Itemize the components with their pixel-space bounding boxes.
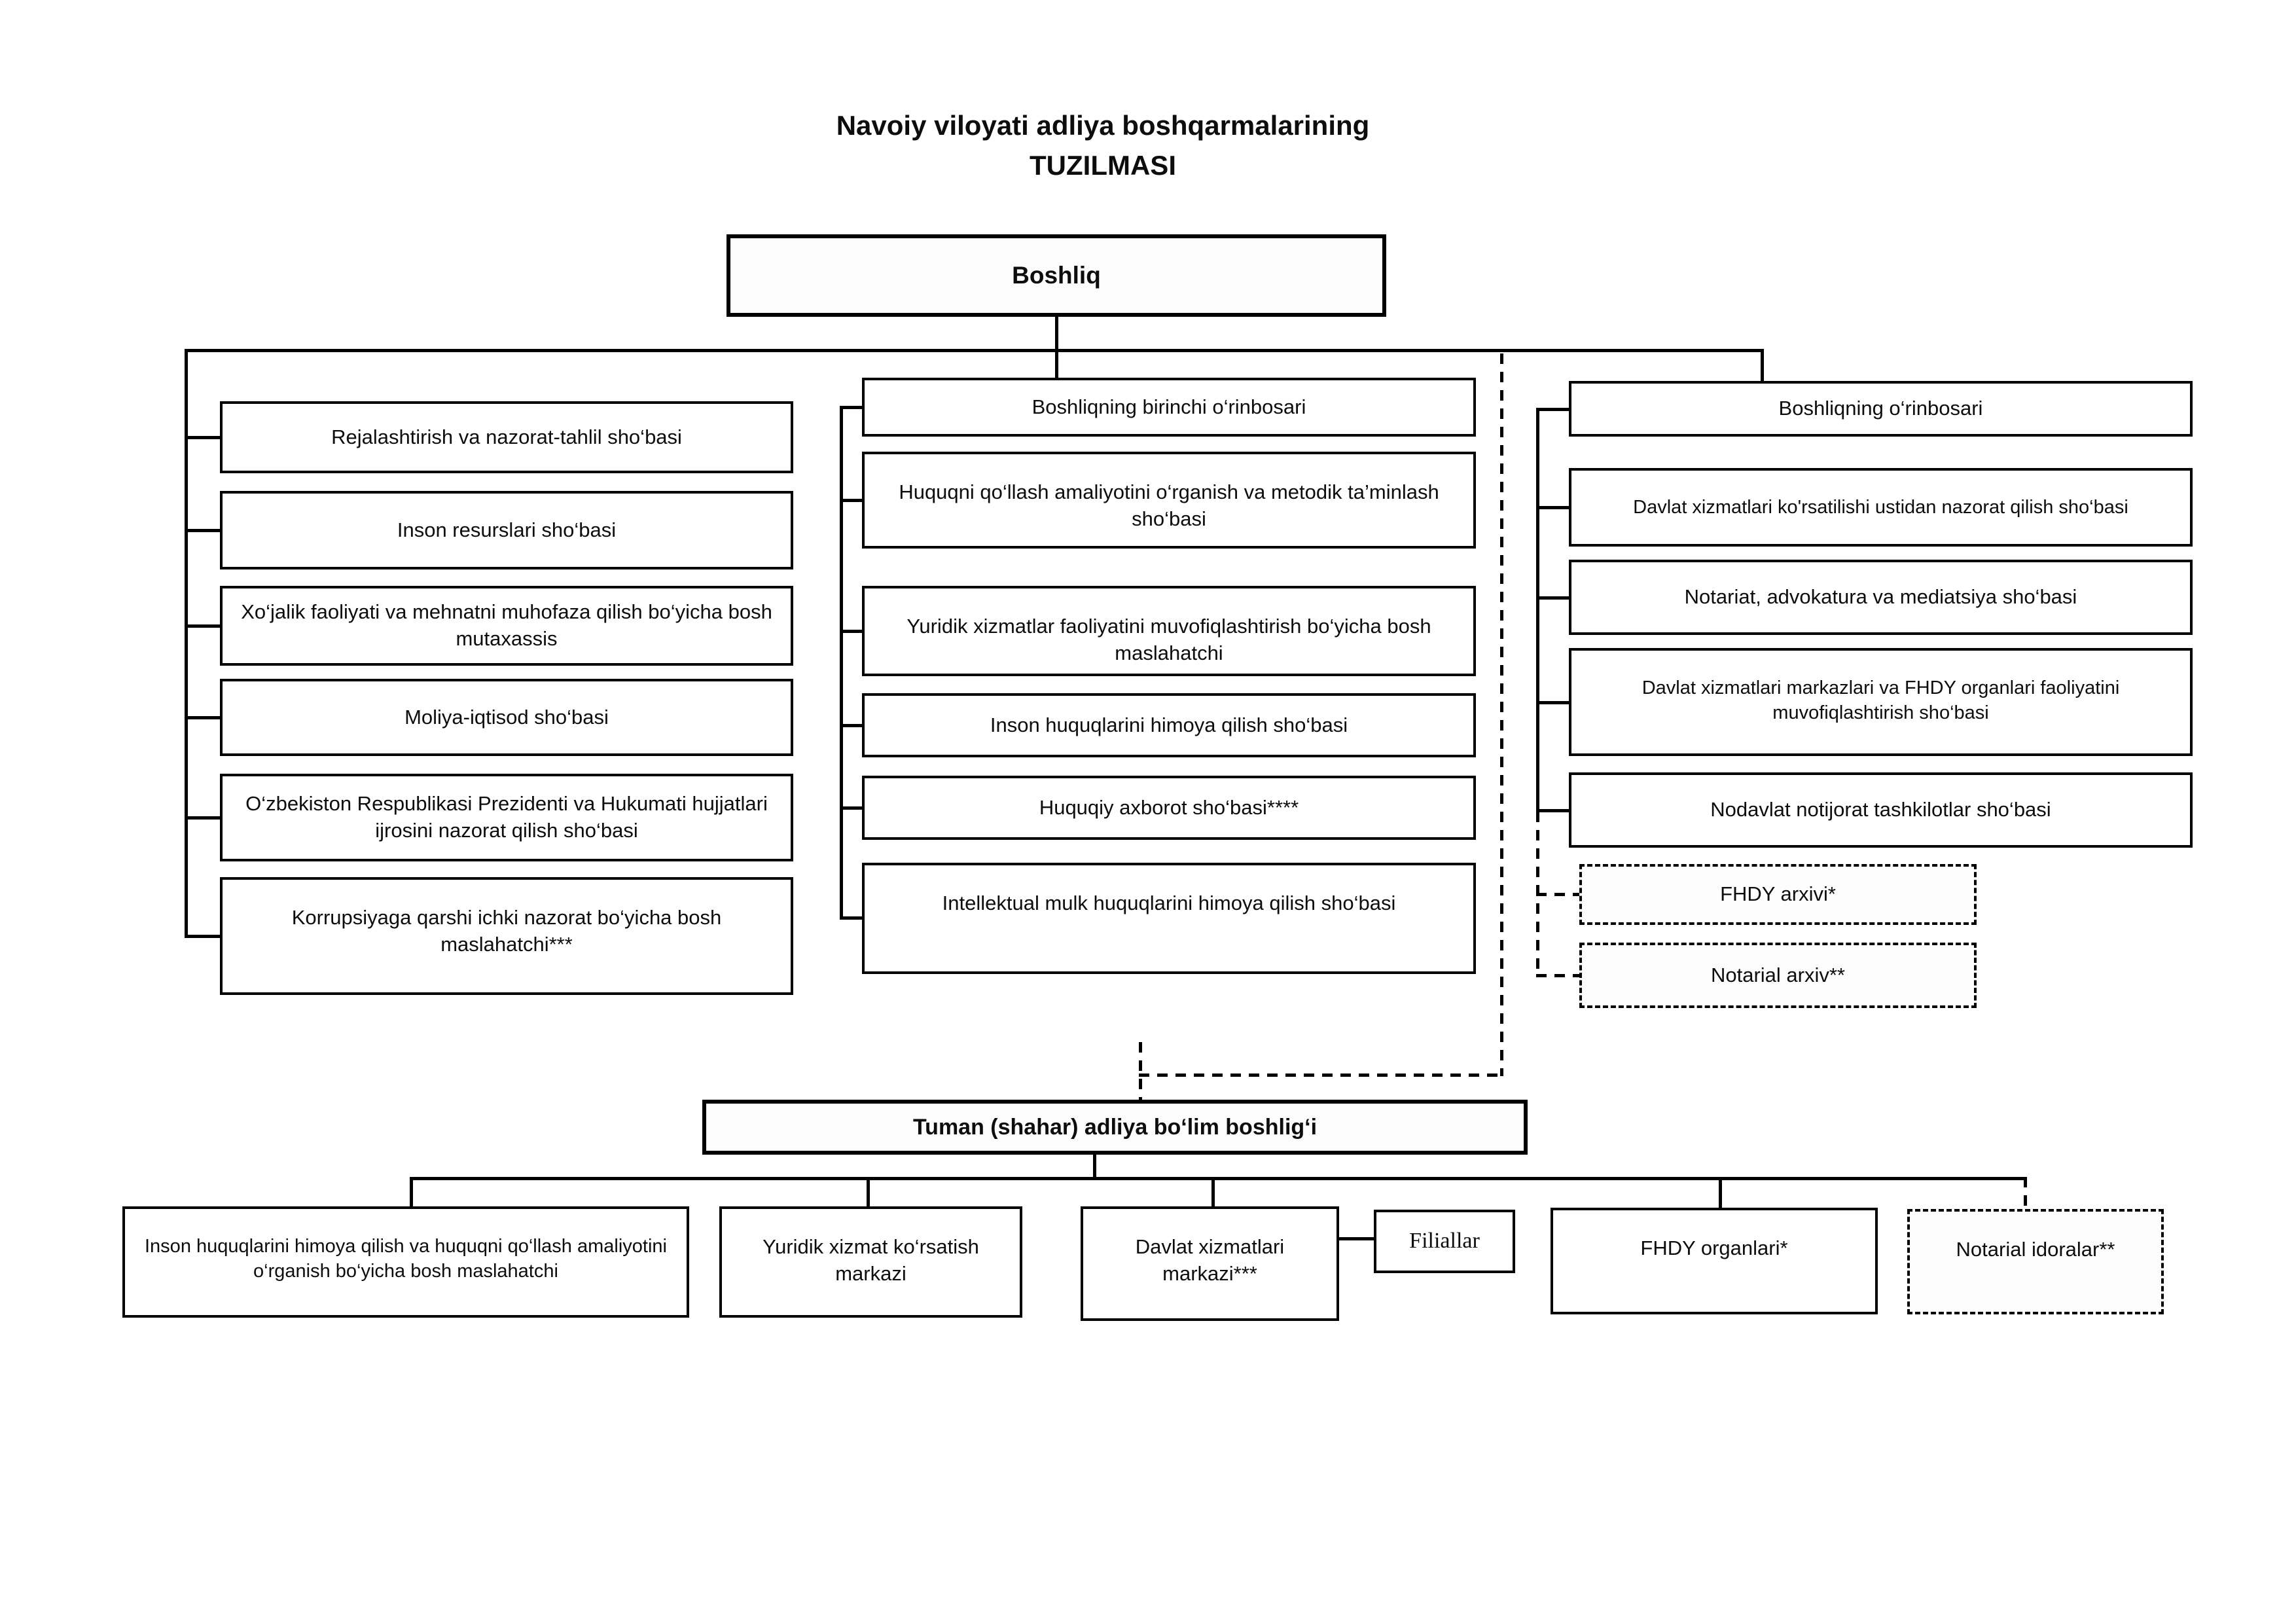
connector-left-stub-1 <box>185 436 221 439</box>
connector-middle-stub-1 <box>840 406 863 409</box>
box-orinbosar: Boshliqning o‘rinbosari <box>1569 381 2193 437</box>
connector-dashed-tuman-drop <box>1139 1042 1142 1101</box>
connector-left-stub-2 <box>185 529 221 532</box>
box-tuman-boshligi: Tuman (shahar) adliya bo‘lim boshlig‘i <box>702 1100 1528 1155</box>
connector-bottom-stub-2 <box>867 1177 870 1208</box>
connector-fhdy-arxiv-stub <box>1536 893 1581 896</box>
box-notariat-advokatura: Notariat, advokatura va mediatsiya sho‘b… <box>1569 560 2193 635</box>
connector-bottom-rail <box>410 1177 2024 1180</box>
box-inson-huquqlari: Inson huquqlarini himoya qilish sho‘basi <box>862 693 1476 757</box>
connector-middle-stub-5 <box>840 806 863 810</box>
connector-bottom-stub-3 <box>1211 1177 1215 1208</box>
box-bosh-maslahatchi: Inson huquqlarini himoya qilish va huquq… <box>122 1206 689 1318</box>
connector-right-stub-3 <box>1536 596 1570 600</box>
connector-dashed-vertical <box>1500 353 1503 1076</box>
connector-middle-stub-3 <box>840 630 863 633</box>
connector-left-stub-5 <box>185 816 221 820</box>
box-davlat-xizmatlari-nazorat: Davlat xizmatlari ko'rsatilishi ustidan … <box>1569 468 2193 547</box>
box-moliya-iqtisod: Moliya-iqtisod sho‘basi <box>220 679 793 756</box>
connector-left-stub-4 <box>185 716 221 719</box>
connector-left-stub-6 <box>185 935 221 938</box>
connector-middle-stub-2 <box>840 499 863 502</box>
connector-root-stub <box>1055 316 1058 379</box>
page-title: Navoiy viloyati adliya boshqarmalarining… <box>694 106 1512 186</box>
box-nodavlat-tashkilotlar: Nodavlat notijorat tashkilotlar sho‘basi <box>1569 772 2193 848</box>
box-birinchi-orinbosar: Boshliqning birinchi o‘rinbosari <box>862 378 1476 437</box>
box-huquqni-qollash: Huquqni qo‘llash amaliyotini o‘rganish v… <box>862 452 1476 549</box>
connector-filiallar-link <box>1339 1237 1375 1240</box>
connector-right-stub-4 <box>1536 701 1570 704</box>
box-inson-resurslari: Inson resurslari sho‘basi <box>220 491 793 569</box>
connector-dashed-elbow <box>1139 1074 1503 1077</box>
connector-bottom-stub-1 <box>410 1177 413 1208</box>
connector-bottom-stub-4 <box>1719 1177 1722 1209</box>
box-intellektual-mulk: Intellektual mulk huquqlarini himoya qil… <box>862 863 1476 974</box>
title-line-2: TUZILMASI <box>1030 149 1176 181</box>
connector-right-drop <box>1761 349 1764 382</box>
connector-left-spine <box>185 349 188 938</box>
box-filiallar: Filiallar <box>1374 1210 1515 1273</box>
box-rejalashtirish: Rejalashtirish va nazorat-tahlil sho‘bas… <box>220 401 793 473</box>
connector-left-stub-3 <box>185 624 221 628</box>
connector-middle-stub-4 <box>840 724 863 727</box>
box-xojalik-faoliyati: Xo‘jalik faoliyati va mehnatni muhofaza … <box>220 586 793 666</box>
box-huquqiy-axborot: Huquqiy axborot sho‘basi**** <box>862 776 1476 840</box>
title-line-1: Navoiy viloyati adliya boshqarmalarining <box>836 110 1370 141</box>
box-davlat-xizmatlari-markazlari: Davlat xizmatlari markazlari va FHDY org… <box>1569 648 2193 756</box>
connector-middle-stub-6 <box>840 916 863 920</box>
connector-right-stub-1 <box>1536 408 1570 411</box>
connector-main-rail <box>185 349 1763 352</box>
box-yuridik-markaz: Yuridik xizmat ko‘rsatish markazi <box>719 1206 1022 1318</box>
connector-middle-spine <box>840 406 843 920</box>
box-notarial-arxiv: Notarial arxiv** <box>1579 943 1977 1008</box>
connector-right-stub-2 <box>1536 506 1570 509</box>
connector-tuman-stub <box>1093 1153 1096 1180</box>
box-fhdy-organlari: FHDY organlari* <box>1551 1208 1878 1314</box>
box-korrupsiya-nazorat: Korrupsiyaga qarshi ichki nazorat bo‘yic… <box>220 877 793 995</box>
box-boshliq: Boshliq <box>726 234 1386 317</box>
connector-right-spine <box>1536 408 1539 812</box>
connector-notarial-arxiv-stub <box>1536 974 1581 977</box>
box-yuridik-xizmatlar: Yuridik xizmatlar faoliyatini muvofiqlas… <box>862 586 1476 676</box>
box-prezident-hujjatlari: O‘zbekiston Respublikasi Prezidenti va H… <box>220 774 793 861</box>
box-notarial-idoralar: Notarial idoralar** <box>1907 1209 2164 1314</box>
connector-right-stub-5 <box>1536 809 1570 812</box>
box-fhdy-arxivi: FHDY arxivi* <box>1579 864 1977 925</box>
box-davlat-xizmatlari-markazi: Davlat xizmatlari markazi*** <box>1081 1206 1339 1321</box>
connector-bottom-dashed-stub <box>2024 1177 2027 1210</box>
